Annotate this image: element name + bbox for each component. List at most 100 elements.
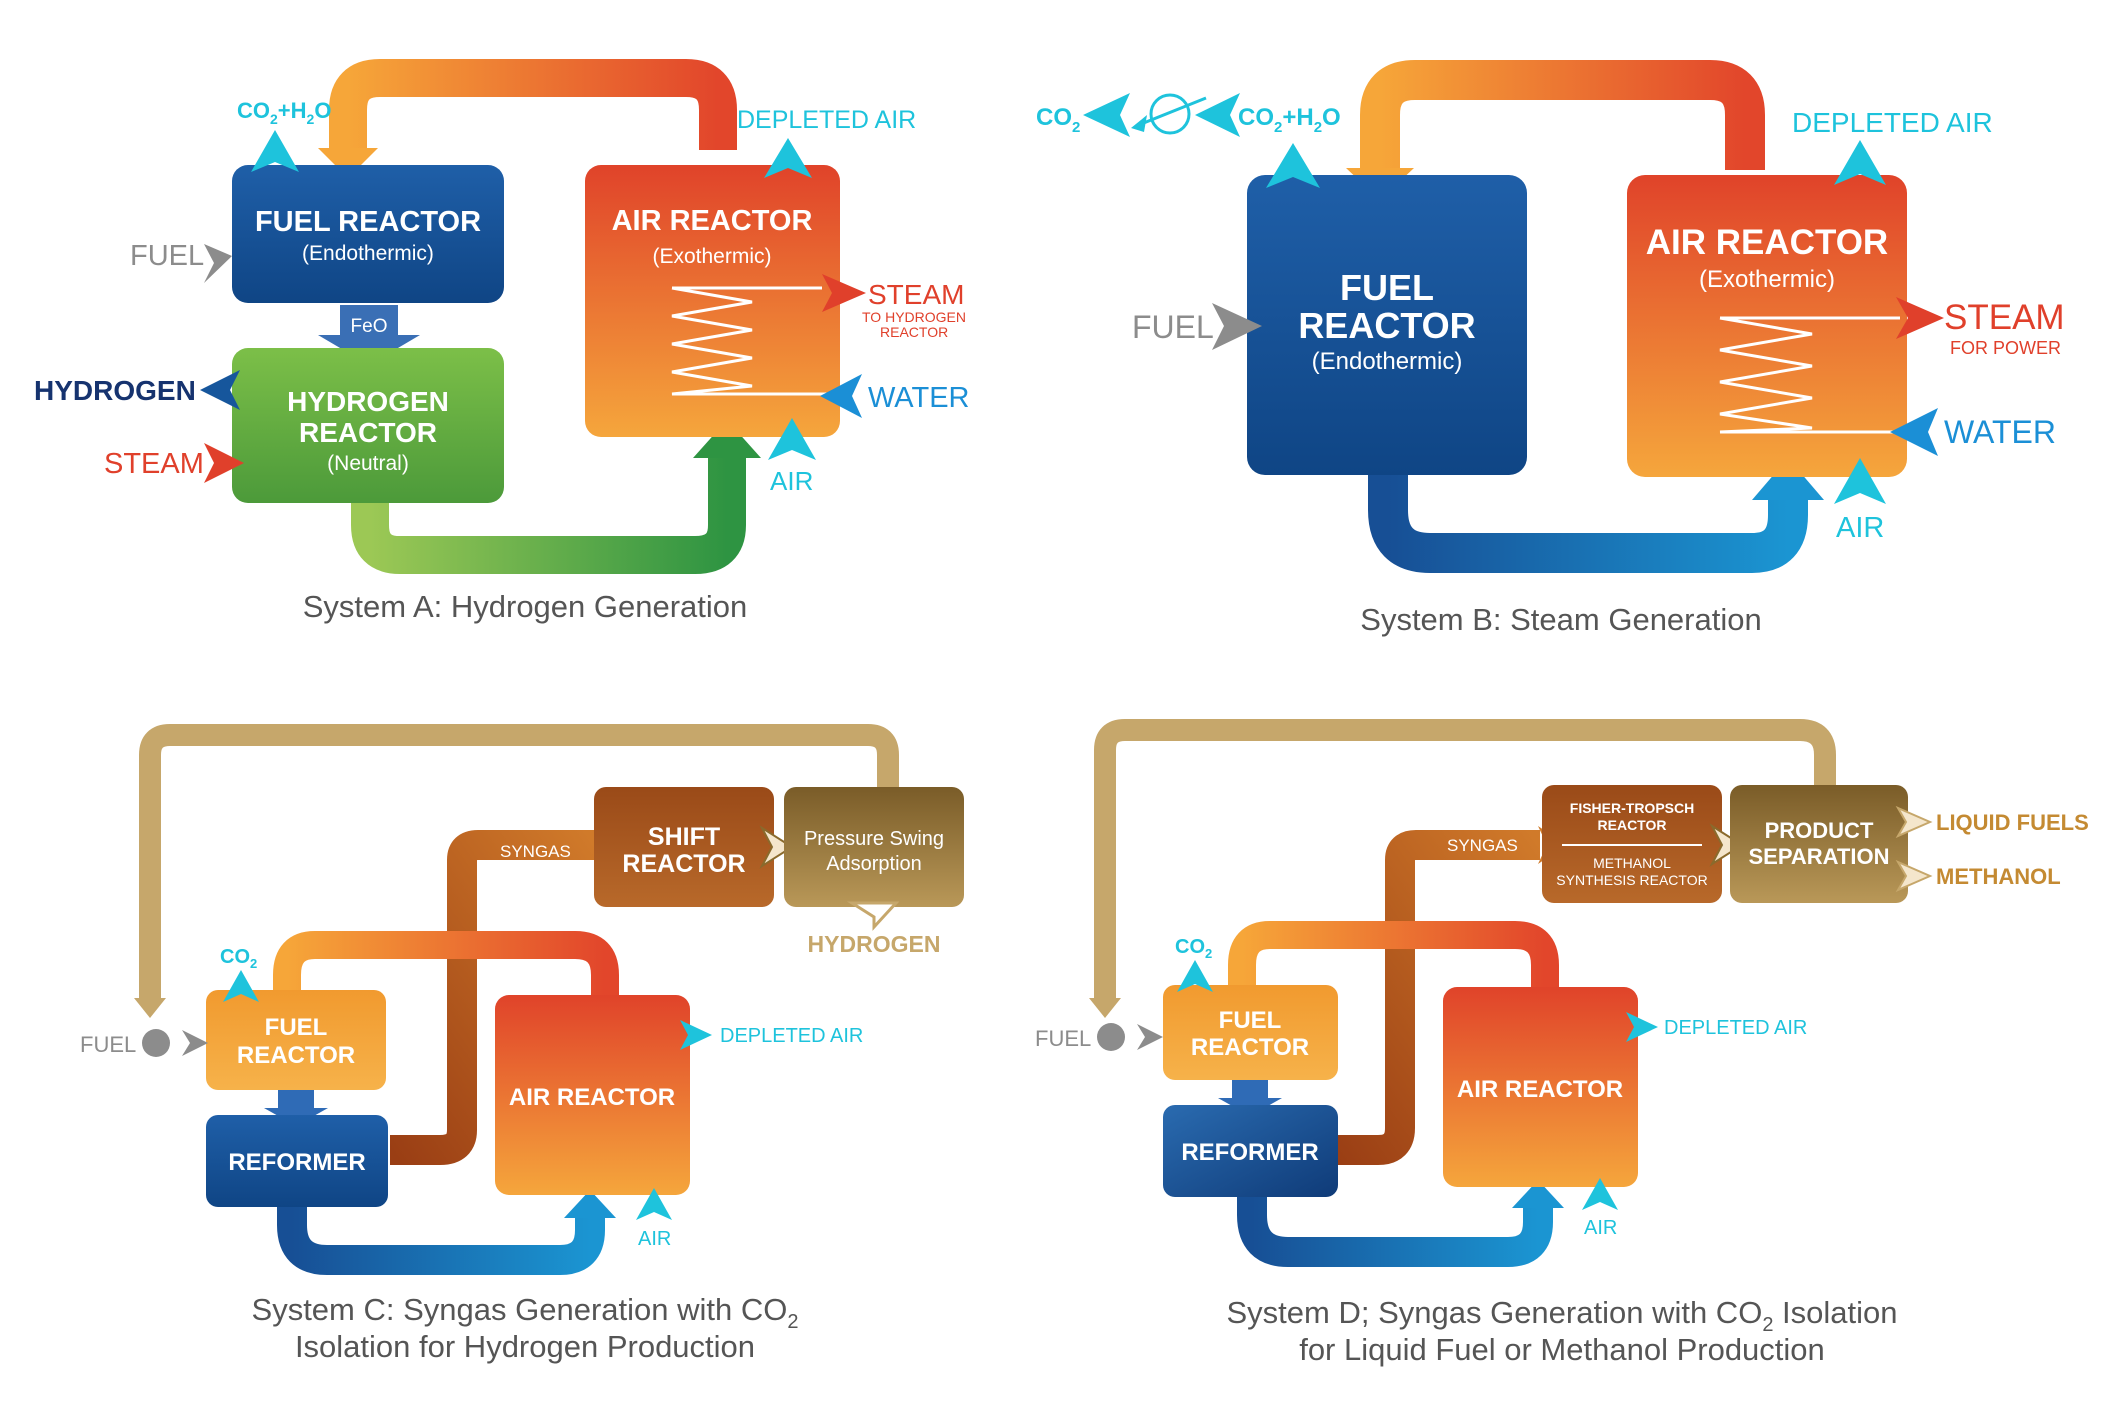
system-d-product-separation-line1: PRODUCT (1765, 818, 1874, 843)
system-a-air-reactor-subtitle: (Exothermic) (652, 245, 771, 268)
system-d-caption-line2: for Liquid Fuel or Methanol Production (1299, 1332, 1825, 1367)
system-d-fuel-label: FUEL (1035, 1026, 1091, 1051)
system-d-reformer-label: REFORMER (1181, 1139, 1318, 1166)
system-c-co2-up-arrow-icon (223, 970, 259, 1002)
system-c-syngas-arrow (390, 830, 596, 1165)
system-a-air-up-arrow-icon (768, 418, 816, 460)
system-a-hydrogen-reactor (232, 348, 504, 503)
system-c-psa-line1: Pressure Swing (804, 828, 944, 850)
system-a-fuel-reactor-subtitle: (Endothermic) (302, 242, 434, 265)
system-a-fuel-arrow-icon (204, 244, 232, 283)
system-d-fuel-arrow-icon (1137, 1024, 1163, 1050)
system-b-loop-bottom-arrow (1368, 470, 1808, 573)
system-c-shift-to-psa-arrow-icon (759, 825, 794, 869)
system-d-loop-bottom-arrow (1237, 1195, 1553, 1267)
system-c-fuel-arrow-icon (182, 1030, 208, 1056)
system-a-depleted-air-label: DEPLETED AIR (737, 106, 916, 134)
system-c-recycle-arrowhead (134, 998, 166, 1018)
system-a-loop-bottom-arrow (351, 455, 746, 574)
system-c-air-reactor (495, 995, 690, 1195)
system-a-loop-bottom-arrowhead (693, 420, 761, 458)
system-b-water-label: WATER (1944, 414, 2056, 450)
system-c-reformer-label: REFORMER (228, 1149, 365, 1176)
svg-text:CO2+H2O: CO2+H2O (237, 98, 331, 127)
system-c-hydrogen-down-arrow-icon (846, 901, 900, 931)
system-d-air-label: AIR (1584, 1217, 1617, 1239)
system-b-condenser-icon (1149, 93, 1191, 135)
system-c-loop-bottom-arrowhead (564, 1190, 616, 1218)
system-d-air-reactor (1443, 987, 1638, 1187)
system-a-co2-up-arrow-icon (251, 130, 299, 172)
system-a-heat-coil (671, 286, 828, 396)
system-d-co2-label: CO2 (1175, 936, 1212, 961)
system-c-shift-reactor-line1: SHIFT (648, 823, 720, 851)
system-c-hydrogen-label: HYDROGEN (808, 931, 941, 957)
system-a-loop-top-arrowhead (318, 148, 378, 178)
system-c-reformer (206, 1115, 388, 1207)
system-a-co2-h2o-label: CO2+H2O (237, 98, 331, 127)
system-d-recycle-arrowhead (1089, 998, 1121, 1018)
system-d-loop-top-arrow (1228, 921, 1559, 990)
system-d-ft-reactor-line4: SYNTHESIS REACTOR (1556, 872, 1707, 888)
system-b-co2-up-arrow-icon (1266, 143, 1320, 188)
system-c-depleted-air-arrow-icon (680, 1020, 712, 1050)
system-b-co2-h2o-label: CO2+H2O (1238, 104, 1341, 136)
system-d-fuel-mixer-icon (1097, 1023, 1125, 1051)
system-a-steam-out-note1: TO HYDROGEN (862, 309, 966, 325)
system-b-fuel-label: FUEL (1132, 309, 1214, 345)
system-a-fuel-label: FUEL (130, 240, 204, 272)
system-b-loop-top-arrow (1360, 60, 1765, 170)
system-d-fuel-reactor-line1: FUEL (1219, 1007, 1282, 1034)
system-b-steam-note: FOR POWER (1950, 338, 2061, 358)
system-c-loop-top-arrow (273, 931, 619, 1000)
system-d-caption-line1: System D; Syngas Generation with CO2 Iso… (1226, 1295, 1897, 1336)
system-a-hydrogen-reactor-title2: REACTOR (299, 417, 437, 448)
system-c-recycle-arrow (139, 724, 899, 1000)
system-b-co2-left-arrow-icon (1083, 93, 1130, 137)
system-b-loop-bottom-arrowhead (1752, 458, 1824, 500)
system-c-fuel-reactor-line2: REACTOR (237, 1042, 355, 1069)
system-a-steam-out-note2: REACTOR (880, 324, 948, 340)
system-b-air-label: AIR (1836, 512, 1884, 544)
system-a-hydrogen-output-label: HYDROGEN (34, 375, 196, 406)
system-b-fuel-reactor (1247, 175, 1527, 475)
system-c-psa-line2: Adsorption (826, 853, 922, 875)
system-c-air-up-arrow-icon (636, 1188, 672, 1220)
system-c-fuel-label: FUEL (80, 1032, 136, 1057)
system-c-shift-reactor-line2: REACTOR (622, 850, 745, 878)
system-c-syngas-label: SYNGAS (500, 842, 571, 861)
system-d-loop-bottom-arrowhead (1512, 1180, 1564, 1208)
system-d-syngas-label: SYNGAS (1447, 836, 1518, 855)
system-a-hydrogen-arrow-icon (200, 370, 240, 410)
system-d-depleted-air-arrow-icon (1626, 1012, 1658, 1042)
system-a-hydrogen-reactor-title1: HYDROGEN (287, 386, 449, 417)
system-c-depleted-air-label: DEPLETED AIR (720, 1025, 863, 1047)
system-d-ft-reactor-line2: REACTOR (1598, 817, 1667, 833)
system-b: FUEL REACTOR (Endothermic) AIR REACTOR (… (1036, 60, 2065, 637)
system-a-feo-label: FeO (351, 316, 388, 337)
system-a-hydrogen-reactor-subtitle: (Neutral) (327, 452, 409, 475)
system-d-co2-up-arrow-icon (1177, 960, 1213, 992)
system-a: FUEL REACTOR (Endothermic) FeO HYDROGEN … (34, 59, 970, 624)
system-a-water-arrow-icon (820, 374, 862, 418)
system-a-feo-arrow-stem (340, 305, 398, 337)
system-d-recycle-arrow (1094, 719, 1836, 1000)
system-c-fuel-reactor (206, 990, 386, 1090)
system-c-air-label: AIR (638, 1228, 671, 1250)
system-b-condenser-arrowhead (1131, 115, 1147, 132)
system-a-air-label: AIR (770, 466, 813, 496)
system-a-air-reactor (585, 165, 840, 437)
system-c: SYNGAS SHIFT REACTOR Pressure Swing Adso… (80, 724, 964, 1364)
system-b-fuel-arrow-icon (1212, 303, 1262, 350)
system-b-condenser-arrow (1135, 96, 1207, 128)
system-c-fuel-mixer-icon (142, 1029, 170, 1057)
system-b-fuel-reactor-subtitle: (Endothermic) (1312, 348, 1463, 375)
system-c-psa (784, 787, 964, 907)
system-d-ft-reactor-line3: METHANOL (1593, 855, 1671, 871)
system-d: SYNGAS FISHER-TROPSCH REACTOR METHANOL S… (1035, 719, 2089, 1367)
system-b-fuel-reactor-line1: FUEL (1340, 267, 1434, 308)
system-d-syngas-arrow (1330, 830, 1540, 1165)
system-b-air-reactor-title: AIR REACTOR (1646, 223, 1888, 262)
system-b-steam-label: STEAM (1944, 298, 2065, 337)
